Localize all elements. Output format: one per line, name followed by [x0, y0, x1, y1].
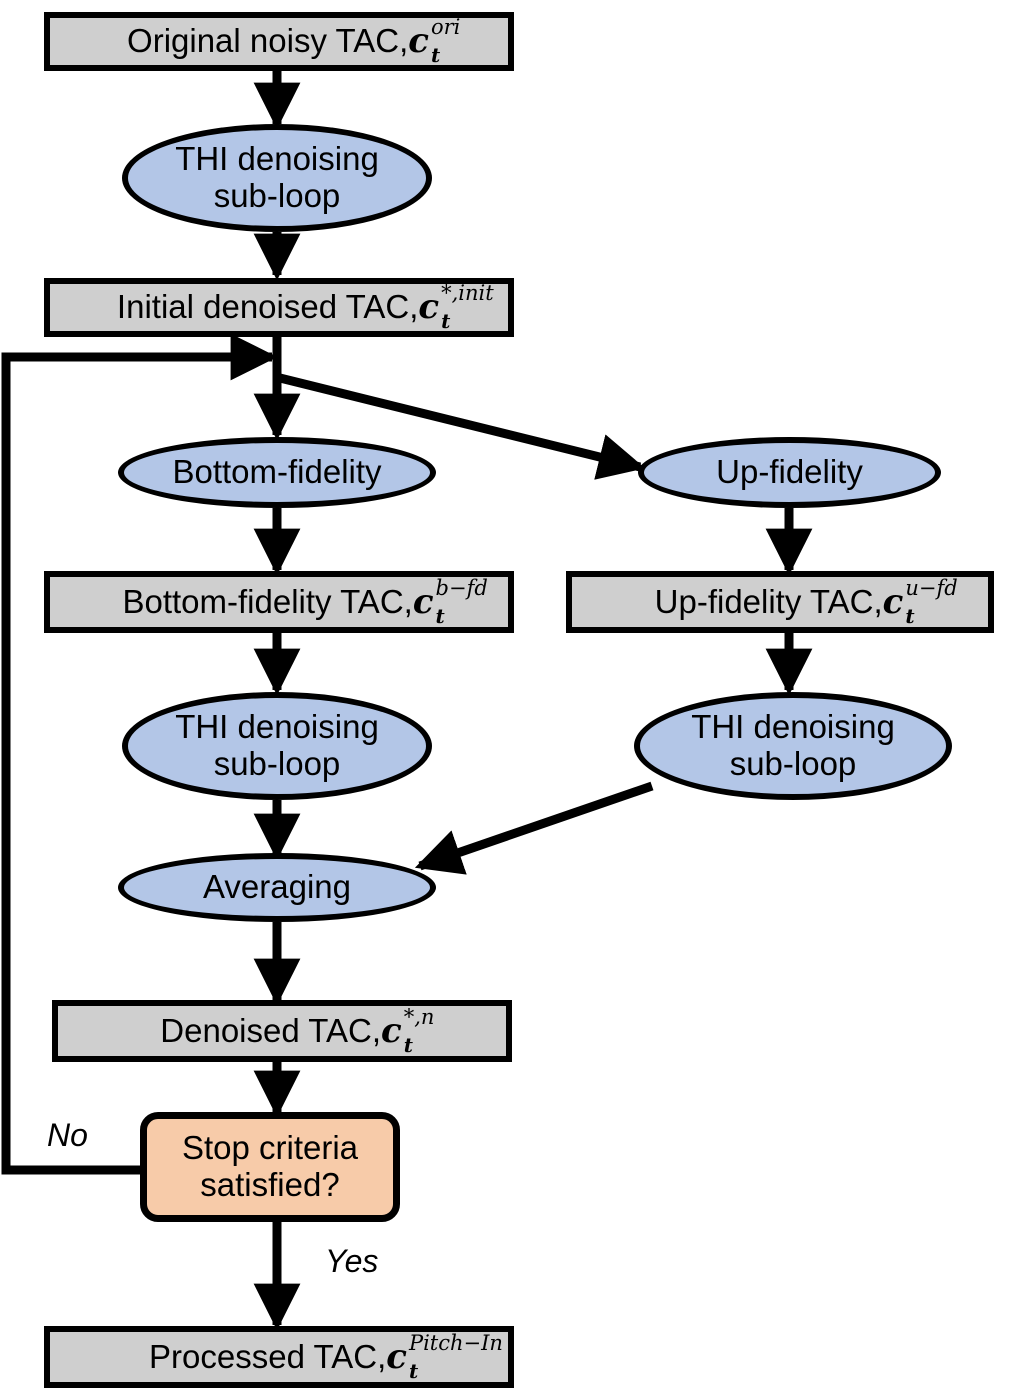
symbol-c-bfd: c t b−fd: [412, 575, 488, 628]
node-thi-left-line1: THI denoising: [175, 708, 379, 746]
node-thi-top-line1: THI denoising: [175, 140, 379, 178]
edge-label-no: No: [47, 1117, 88, 1153]
symbol-c-star-n: c t *,n: [381, 1004, 435, 1057]
edge-label-yes: Yes: [325, 1243, 379, 1279]
node-initial-denoised-tac[interactable]: Initial denoised TAC, c t *,init: [44, 278, 514, 337]
symbol-c-pitch-in: c t Pitch−In: [386, 1330, 503, 1383]
node-denoised-tac-label: Denoised TAC,: [160, 1011, 382, 1049]
node-averaging-label: Averaging: [202, 868, 351, 906]
node-up-fidelity-tac[interactable]: Up-fidelity TAC, c t u−fd: [566, 571, 994, 633]
node-processed-tac[interactable]: Processed TAC, c t Pitch−In: [44, 1326, 514, 1388]
node-bottom-fidelity[interactable]: Bottom-fidelity: [118, 437, 436, 508]
node-thi-right-line2: sub-loop: [729, 745, 857, 782]
node-thi-left-line2: sub-loop: [213, 745, 341, 782]
symbol-c-ufd: c t u−fd: [882, 575, 958, 628]
symbol-c-init: c t *,init: [418, 281, 494, 334]
node-bottom-fidelity-label: Bottom-fidelity: [172, 453, 382, 491]
node-stop-criteria-line2: satisfied?: [200, 1166, 340, 1203]
node-thi-denoising-sub-loop-left[interactable]: THI denoising sub-loop: [122, 692, 432, 800]
node-thi-denoising-sub-loop-right[interactable]: THI denoising sub-loop: [634, 692, 952, 800]
node-up-fidelity-tac-label: Up-fidelity TAC,: [654, 582, 883, 620]
node-stop-criteria-decision[interactable]: Stop criteria satisfied?: [140, 1112, 400, 1222]
node-up-fidelity[interactable]: Up-fidelity: [638, 437, 941, 508]
node-original-noisy-tac-label: Original noisy TAC,: [127, 22, 409, 60]
node-thi-top-line2: sub-loop: [213, 177, 341, 214]
node-processed-tac-label: Processed TAC,: [149, 1337, 387, 1375]
node-thi-denoising-sub-loop-top[interactable]: THI denoising sub-loop: [122, 124, 432, 232]
edge-thi-right-to-averaging: [414, 781, 654, 875]
node-original-noisy-tac[interactable]: Original noisy TAC, c t ori: [44, 12, 514, 71]
node-denoised-tac[interactable]: Denoised TAC, c t *,n: [52, 1000, 512, 1062]
node-up-fidelity-label: Up-fidelity: [716, 453, 863, 491]
node-initial-denoised-tac-label: Initial denoised TAC,: [116, 288, 419, 326]
node-stop-criteria-line1: Stop criteria: [181, 1129, 359, 1167]
node-averaging[interactable]: Averaging: [118, 853, 436, 922]
symbol-c-ori: c t ori: [408, 15, 461, 68]
node-bottom-fidelity-tac[interactable]: Bottom-fidelity TAC, c t b−fd: [44, 571, 514, 633]
node-thi-right-line1: THI denoising: [691, 708, 895, 746]
node-bottom-fidelity-tac-label: Bottom-fidelity TAC,: [122, 582, 413, 620]
